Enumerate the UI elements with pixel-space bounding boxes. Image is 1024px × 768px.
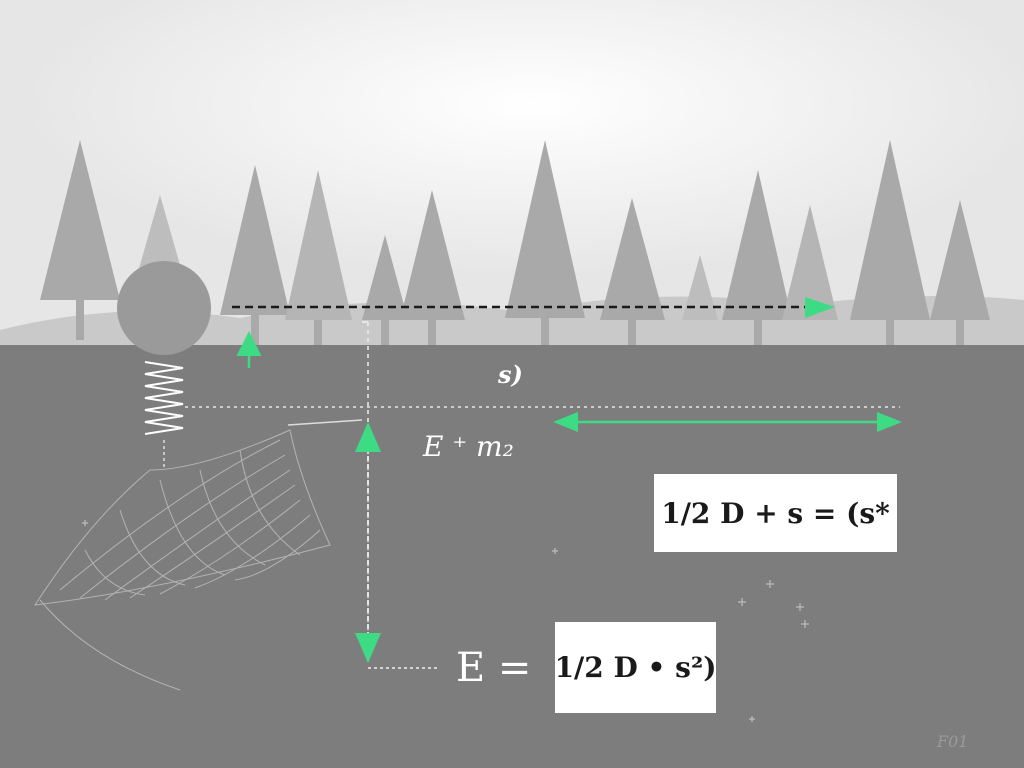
tree [682, 255, 718, 320]
formula-upper: 1/2 D + s = (s* [661, 496, 890, 530]
arrowhead-upper [805, 297, 835, 318]
horizontal-arrowhead-right [877, 412, 902, 432]
ball [117, 261, 211, 355]
spring [144, 361, 184, 435]
tree-row [40, 140, 990, 345]
formula-lower: 1/2 D • s²) [554, 651, 717, 684]
tree [722, 170, 792, 345]
energy-sum-label: E ⁺ m₂ [423, 430, 514, 463]
formula-box-lower: 1/2 D • s²) [555, 622, 716, 713]
formula-box-upper: 1/2 D + s = (s* [654, 474, 897, 552]
watermark: F01 [937, 732, 969, 751]
horizontal-arrowhead-left [553, 412, 578, 432]
tree [220, 165, 290, 345]
tree [40, 140, 120, 340]
ground [0, 345, 1024, 768]
displacement-label: s) [498, 360, 523, 389]
net-mesh [34, 429, 331, 691]
tree [362, 235, 408, 345]
sparkles [82, 520, 809, 722]
vertical-arrowhead-down [355, 633, 381, 663]
tree [505, 140, 585, 345]
net-handle [287, 419, 363, 426]
tree [782, 205, 838, 320]
tree [285, 170, 352, 345]
tree [400, 190, 465, 345]
tree [600, 198, 665, 345]
energy-equals-label: E = [456, 645, 532, 691]
tree [930, 200, 990, 345]
tree [850, 140, 930, 345]
vertical-arrowhead-up [355, 422, 381, 452]
